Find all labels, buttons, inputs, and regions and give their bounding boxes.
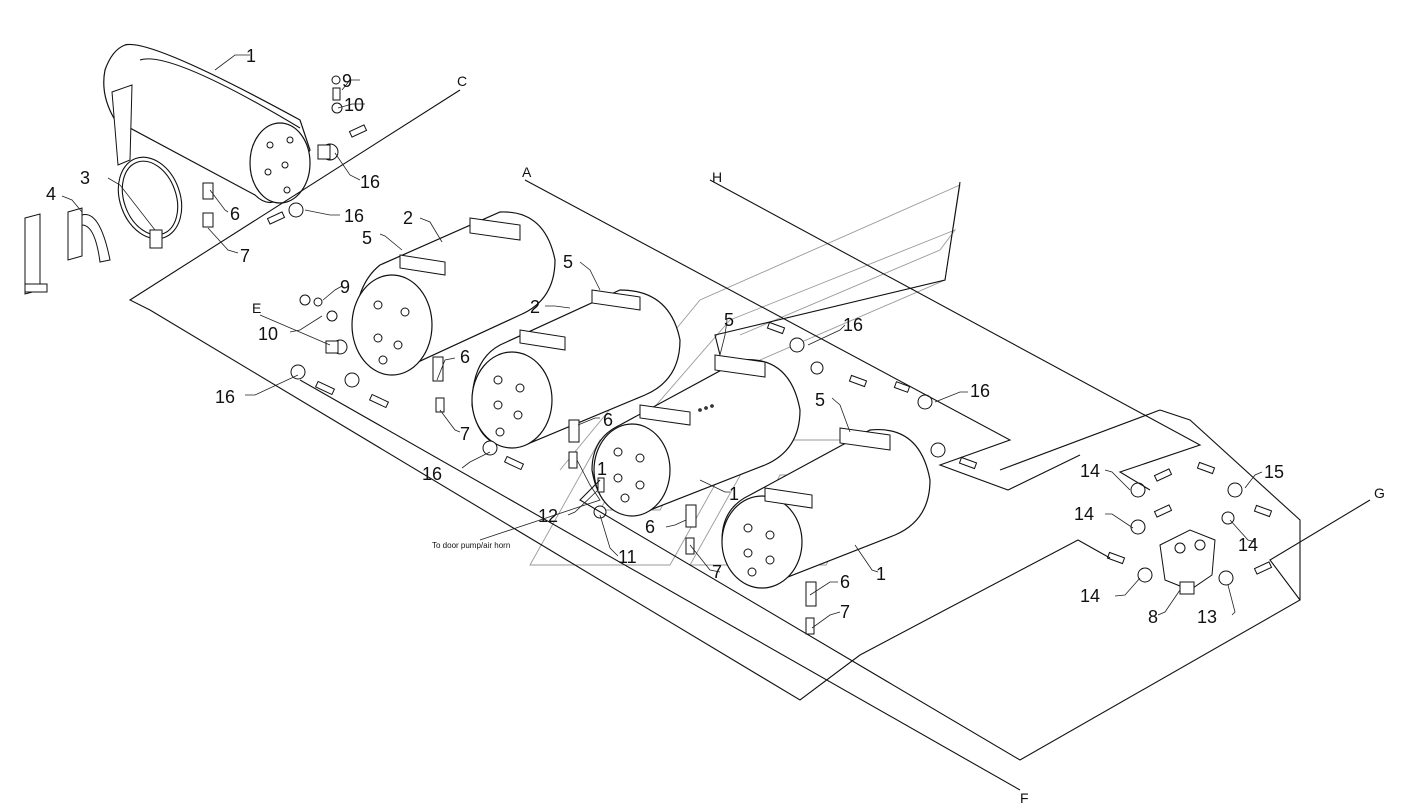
- callout-14-d: 14: [1080, 586, 1100, 606]
- callout-13: 13: [1197, 607, 1217, 627]
- callout-1-c: 1: [729, 484, 739, 504]
- callout-11: 11: [618, 547, 637, 567]
- air-tank-4: [591, 354, 801, 517]
- callout-7-b: 7: [460, 424, 470, 444]
- callout-2-b: 2: [530, 297, 540, 317]
- fittings: [202, 75, 1273, 635]
- callout-16-d: 16: [970, 381, 990, 401]
- callout-7-a: 7: [240, 246, 250, 266]
- callout-16-e: 16: [422, 464, 442, 484]
- callout-14-b: 14: [1074, 504, 1094, 524]
- callout-numbers: 1 9 10 16 16 6 7 3 4 2 5 5 2 5 5 16 16 1…: [46, 46, 1284, 627]
- callout-6-c: 6: [603, 410, 613, 430]
- air-tank-3: [471, 289, 681, 449]
- callout-12: 12: [538, 506, 558, 526]
- connection-f: F: [1020, 790, 1029, 806]
- callout-14-a: 14: [1080, 461, 1100, 481]
- callout-7-c: 7: [712, 562, 722, 582]
- callout-6-d: 6: [645, 517, 655, 537]
- callout-5-d: 5: [815, 390, 825, 410]
- callout-16-a: 16: [360, 172, 380, 192]
- callout-1-d: 1: [876, 564, 886, 584]
- connection-letters: C A H E G F: [252, 73, 1385, 806]
- callout-6-e: 6: [840, 572, 850, 592]
- connection-g: G: [1374, 485, 1385, 501]
- air-tank-5: [721, 427, 931, 589]
- callout-9-a: 9: [342, 71, 352, 91]
- note-door-pump: To door pump/air horn: [432, 541, 510, 550]
- callout-4: 4: [46, 184, 56, 204]
- connection-c: C: [457, 73, 467, 89]
- mounting-bracket: [24, 207, 111, 295]
- callout-1-b: 1: [597, 459, 607, 479]
- callout-16-f: 16: [215, 387, 235, 407]
- callout-6-b: 6: [460, 347, 470, 367]
- callout-15: 15: [1264, 462, 1284, 482]
- callout-6-a: 6: [230, 204, 240, 224]
- air-lines: [128, 89, 1371, 791]
- callout-5-a: 5: [362, 228, 372, 248]
- air-tank-2: [351, 211, 556, 376]
- callout-8: 8: [1148, 607, 1158, 627]
- connection-h: H: [712, 169, 722, 185]
- callout-9-b: 9: [340, 277, 350, 297]
- callout-7-d: 7: [840, 602, 850, 622]
- callout-14-c: 14: [1238, 535, 1258, 555]
- connection-e: E: [252, 300, 261, 316]
- callout-3: 3: [80, 168, 90, 188]
- callout-2-a: 2: [403, 208, 413, 228]
- callout-1-a: 1: [246, 46, 256, 66]
- connection-a: A: [522, 164, 532, 180]
- callout-5-b: 5: [563, 252, 573, 272]
- callout-16-b: 16: [344, 206, 364, 226]
- callout-5-c: 5: [724, 310, 734, 330]
- callout-16-c: 16: [843, 315, 863, 335]
- callout-10-b: 10: [258, 324, 278, 344]
- tank-strap: [117, 156, 183, 249]
- air-tank-top-left: [103, 43, 311, 204]
- leader-lines: [61, 54, 1263, 629]
- callout-10-a: 10: [344, 95, 364, 115]
